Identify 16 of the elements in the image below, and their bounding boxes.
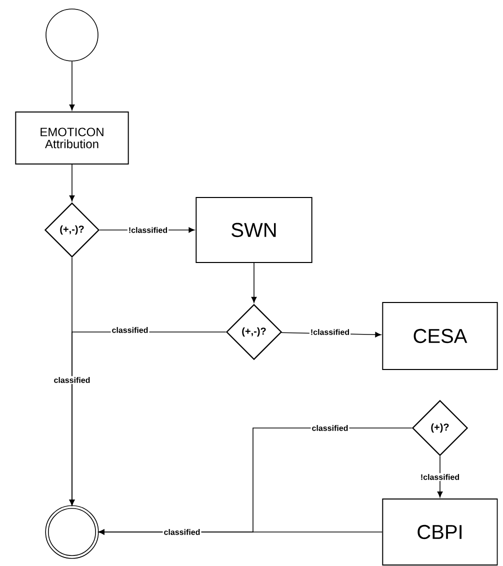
edge-label: !classified bbox=[419, 473, 461, 481]
edge-label: classified bbox=[310, 424, 350, 432]
edge-label: classified bbox=[162, 528, 202, 536]
process-box: SWN bbox=[196, 197, 312, 263]
arrow bbox=[69, 164, 75, 202]
process-box: EMOTICON Attribution bbox=[15, 112, 129, 164]
process-box: CESA bbox=[382, 302, 498, 370]
arrow bbox=[69, 61, 75, 110]
edge-label: classified bbox=[110, 326, 150, 334]
process-box: CBPI bbox=[382, 498, 498, 566]
end-circle bbox=[45, 505, 99, 559]
arrow bbox=[251, 262, 257, 303]
edge-label: !classified bbox=[127, 226, 169, 234]
edge-label: !classified bbox=[309, 328, 351, 336]
start-circle bbox=[46, 8, 98, 62]
edge-label: classified bbox=[52, 376, 92, 384]
